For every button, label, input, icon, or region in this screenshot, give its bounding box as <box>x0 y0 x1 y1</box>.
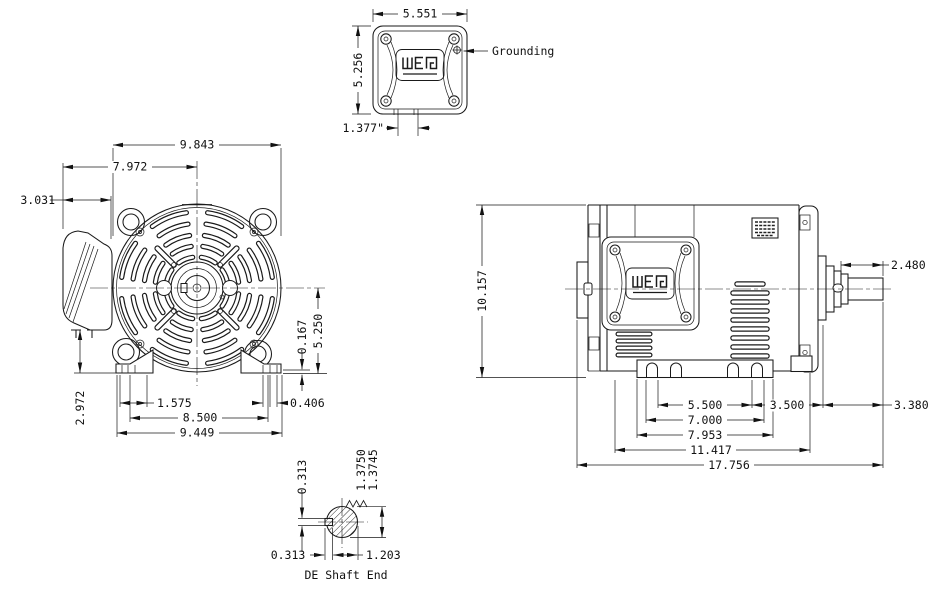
nameplate <box>751 217 779 239</box>
grounding-screw-icon <box>452 45 462 55</box>
dim-box-depth: 3.031 <box>20 193 55 207</box>
dim-frame-length: 11.417 <box>690 443 732 457</box>
mounting-ear <box>111 207 278 369</box>
mounting-foot <box>115 349 282 374</box>
terminal-box-side-profile <box>62 230 113 338</box>
terminal-box <box>601 236 700 331</box>
grounding-label: Grounding <box>492 44 554 58</box>
dim-key-width: 0.313 <box>271 548 306 562</box>
mounting-feet <box>588 355 813 379</box>
terminal-box-top-view: 5.551 5.256 1.377" Grounding <box>342 7 554 136</box>
dim-key-to-edge: 1.203 <box>366 548 401 562</box>
knockout-marks <box>393 109 419 115</box>
dim-cover-diameter: 9.843 <box>180 138 215 152</box>
dim-shoulder-to-shaft-end: 3.380 <box>894 398 929 412</box>
dim-box-clearance: 2.972 <box>73 391 87 426</box>
gasket-curves <box>386 41 454 99</box>
weg-logo <box>395 48 445 82</box>
dim-box-height: 5.256 <box>351 53 365 88</box>
cover-screw-icon <box>380 33 460 107</box>
dim-shaft-extension: 2.480 <box>891 258 926 272</box>
dim-slot-width: 0.406 <box>290 396 325 410</box>
shaft-end-detail: 1.3750 1.3745 0.313 0.313 1.203 DE Shaft… <box>271 449 401 582</box>
shaft-detail-caption: DE Shaft End <box>304 568 387 582</box>
dim-base-width: 9.449 <box>180 426 215 440</box>
dim-bolt-spacing: 8.500 <box>183 411 218 425</box>
dim-edge-to-bolt: 1.575 <box>157 396 192 410</box>
dim-overall-length: 17.756 <box>708 458 750 472</box>
dim-foot-length: 7.953 <box>688 428 723 442</box>
dim-shaft-dia-lower: 1.3745 <box>366 449 380 491</box>
dim-slot-span-inner: 5.500 <box>688 398 723 412</box>
key-symbol <box>345 499 368 508</box>
dim-shaft-dia-upper: 1.3750 <box>354 449 368 491</box>
vent-slots <box>615 281 770 359</box>
cover-screw-icon <box>135 227 259 349</box>
dim-box-to-centerline: 7.972 <box>113 160 148 174</box>
dim-pad-height: 0.167 <box>295 320 309 355</box>
motor-front-view: 9.843 7.972 3.031 5.250 0.167 2.972 1.57… <box>20 138 327 440</box>
dim-foot-to-shoulder: 3.500 <box>770 398 805 412</box>
dim-overall-height: 10.157 <box>475 270 489 312</box>
drain-plug-marks <box>71 329 97 338</box>
dim-slot-span-outer: 7.000 <box>688 413 723 427</box>
motor-side-view: 10.157 2.480 5.500 3.500 3.380 7.000 7.9… <box>475 204 929 472</box>
dim-centerline-to-base: 5.250 <box>311 314 325 349</box>
dim-box-width: 5.551 <box>403 7 438 21</box>
dim-key-height: 0.313 <box>295 460 309 495</box>
dim-knockout-spacing: 1.377" <box>342 121 384 135</box>
